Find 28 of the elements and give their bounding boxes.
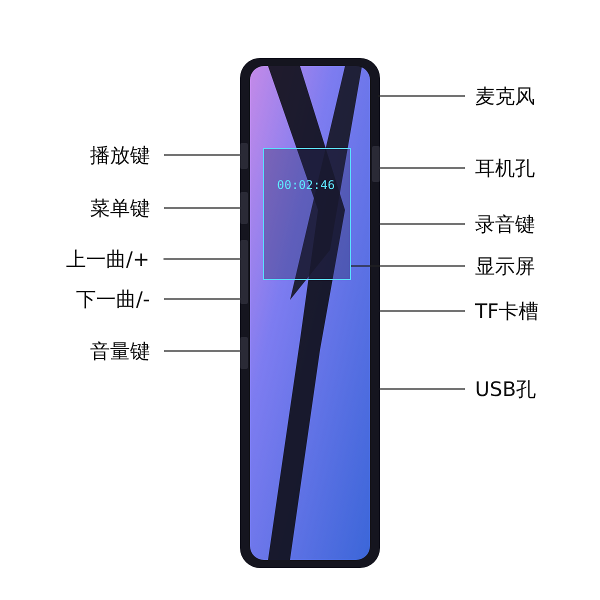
jack-port xyxy=(372,146,380,182)
side-button xyxy=(240,337,248,369)
leader-line xyxy=(378,95,465,97)
callout-label: USB孔 xyxy=(475,377,536,401)
callout-label: 菜单键 xyxy=(90,196,150,220)
display-screen xyxy=(263,148,351,280)
callout-label: TF卡槽 xyxy=(475,299,539,323)
leader-line xyxy=(164,258,240,260)
callout-label: 麦克风 xyxy=(475,84,535,108)
callout-label: 播放键 xyxy=(90,143,150,167)
leader-line xyxy=(164,154,240,156)
leader-line xyxy=(164,207,240,209)
leader-line xyxy=(380,388,465,390)
side-button xyxy=(240,143,248,169)
leader-line xyxy=(164,298,240,300)
leader-line xyxy=(380,223,465,225)
leader-line xyxy=(380,167,465,169)
side-button xyxy=(240,192,248,224)
callout-label: 耳机孔 xyxy=(475,156,535,180)
callout-label: 音量键 xyxy=(90,339,150,363)
leader-line xyxy=(380,310,465,312)
leader-line xyxy=(351,265,465,267)
leader-line xyxy=(164,350,240,352)
callout-label: 显示屏 xyxy=(475,254,535,278)
callout-label: 录音键 xyxy=(475,212,535,236)
callout-label: 上一曲/+ xyxy=(66,247,150,271)
rocker-button xyxy=(240,240,248,304)
callout-label: 下一曲/- xyxy=(76,287,150,311)
